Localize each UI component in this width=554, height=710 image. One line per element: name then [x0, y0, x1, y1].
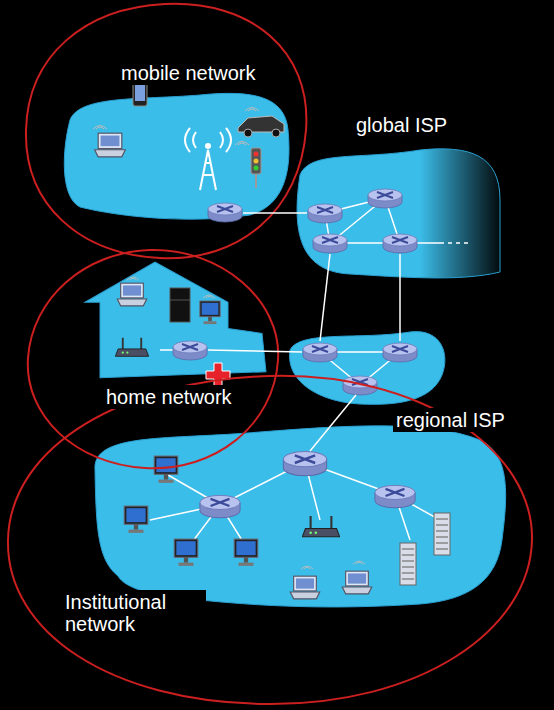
- region-label: regional ISP: [393, 408, 508, 432]
- region-label: Institutional network: [62, 590, 206, 636]
- network-link: [310, 395, 356, 451]
- network-region: mobile network: [55, 55, 300, 225]
- network-link: [208, 350, 302, 352]
- region-label: home network: [103, 385, 235, 409]
- region-label: mobile network: [118, 61, 259, 85]
- network-link: [399, 254, 401, 341]
- network-link: [243, 212, 307, 214]
- network-link: [320, 254, 330, 341]
- network-region: regional ISP: [284, 326, 534, 436]
- region-label: global ISP: [353, 113, 450, 137]
